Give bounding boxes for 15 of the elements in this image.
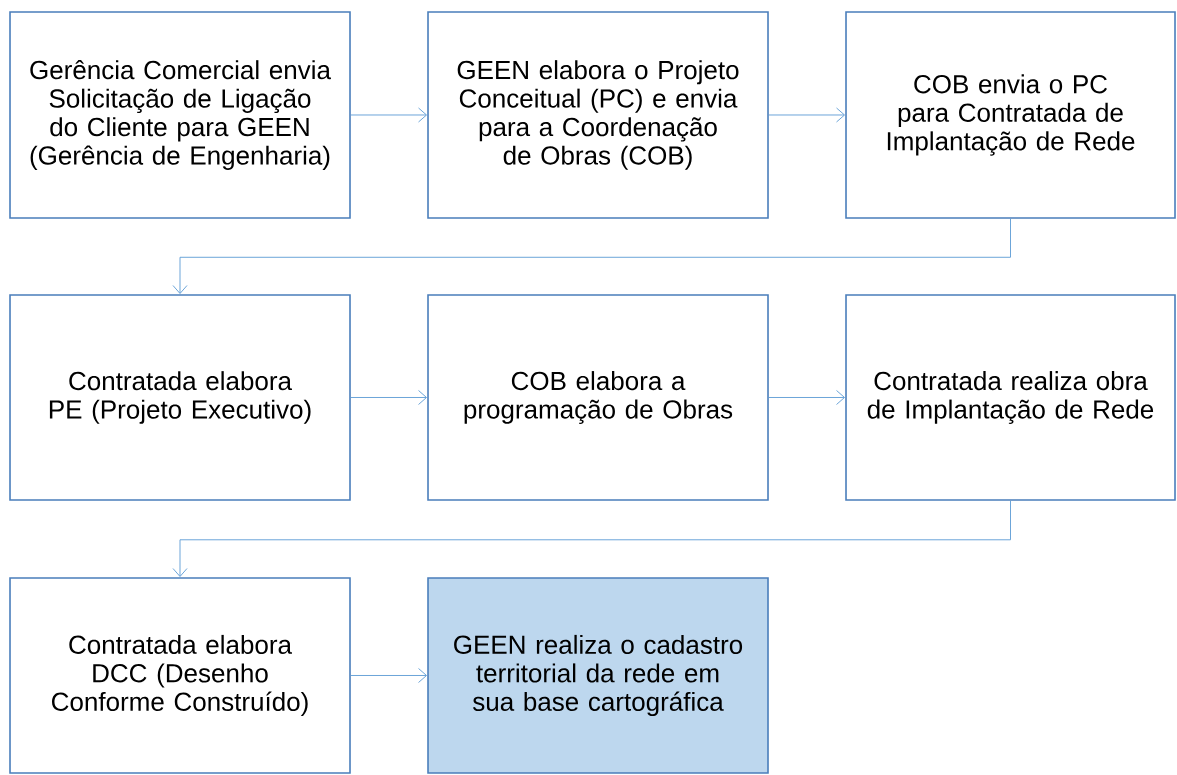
arrow (350, 390, 427, 405)
arrow (350, 668, 427, 683)
arrow (172, 218, 1011, 294)
process-box: Contratada elabora DCC (Desenho Conforme Construído) (9, 577, 351, 774)
process-box: COB elabora a programação de Obras (427, 294, 769, 501)
arrow (768, 107, 845, 123)
arrow (172, 500, 1011, 577)
process-box: Contratada elabora PE (Projeto Executivo) (9, 294, 351, 501)
process-box: COB envia o PC para Contratada de Implantação de Rede (845, 11, 1176, 219)
process-box: GEEN elabora o Projeto Conceitual (PC) e envia para a Coordenação de Obras (COB) (427, 11, 769, 219)
arrow (350, 107, 427, 123)
process-box: GEEN realiza o cadastro territorial da rede em sua base cartográfica (427, 577, 769, 774)
arrow (768, 390, 845, 405)
process-box: Contratada realiza obra de Implantação de Rede (845, 294, 1176, 501)
process-box: Gerência Comercial envia Solicitação de Ligação do Cliente para GEEN (Gerência de Engenharia) (9, 11, 351, 219)
